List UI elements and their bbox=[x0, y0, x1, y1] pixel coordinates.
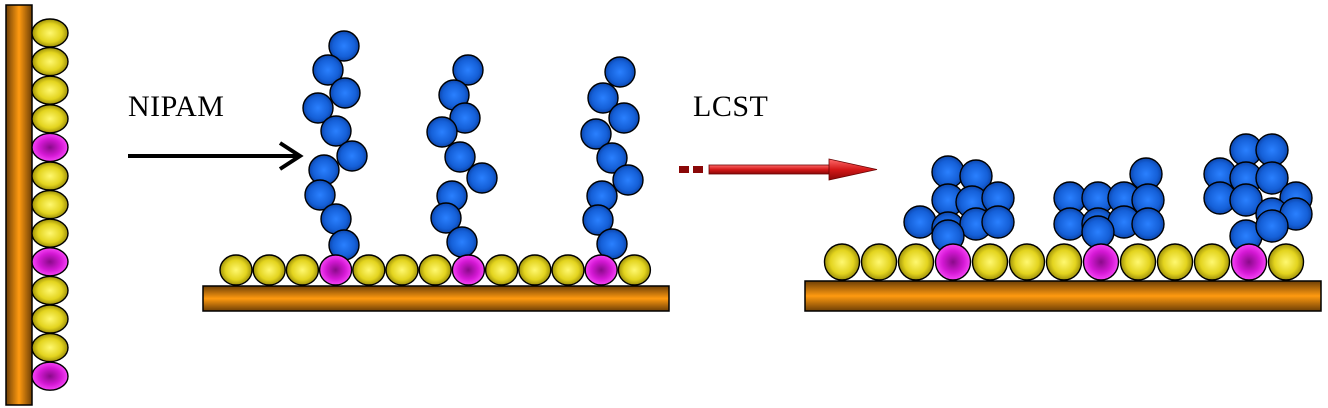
polymer-bead bbox=[312, 54, 344, 86]
monolayer-bead bbox=[219, 254, 253, 286]
anchor-bead bbox=[934, 243, 972, 281]
anchor-bead bbox=[31, 361, 69, 391]
anchor-bead bbox=[584, 254, 618, 286]
monolayer-bead bbox=[860, 243, 898, 281]
polymer-bead bbox=[426, 116, 458, 148]
nipam-arrow bbox=[128, 141, 304, 171]
extended-brush-panel bbox=[202, 30, 670, 312]
polymer-bead bbox=[446, 226, 478, 258]
monolayer-bead bbox=[31, 161, 69, 191]
anchor-bead bbox=[1230, 243, 1268, 281]
polymer-bead bbox=[452, 54, 484, 86]
polymer-bead bbox=[1255, 133, 1289, 167]
monolayer-bead bbox=[31, 304, 69, 334]
polymer-bead bbox=[981, 205, 1015, 239]
monolayer-bead bbox=[418, 254, 452, 286]
lcst-arrow bbox=[679, 158, 878, 181]
right-substrate bbox=[804, 280, 1322, 312]
monolayer-bead bbox=[551, 254, 585, 286]
monolayer-bead bbox=[617, 254, 652, 286]
vertical-substrate bbox=[5, 4, 33, 406]
monolayer-bead bbox=[823, 243, 861, 281]
polymer-bead bbox=[1053, 207, 1087, 241]
anchor-bead bbox=[1082, 243, 1120, 281]
vertical-monolayer bbox=[31, 18, 69, 391]
monolayer-bead bbox=[31, 104, 69, 134]
middle-monolayer bbox=[219, 254, 652, 286]
polymer-bead bbox=[320, 115, 352, 147]
anchor-bead bbox=[31, 132, 69, 163]
anchor-bead bbox=[31, 247, 69, 277]
monolayer-bead bbox=[484, 254, 519, 286]
polymer-bead bbox=[604, 56, 636, 88]
lcst-label: LCST bbox=[693, 90, 769, 123]
monolayer-bead bbox=[1119, 243, 1157, 281]
polymer-bead bbox=[612, 164, 644, 196]
vertical-substrate-panel bbox=[5, 4, 69, 406]
polymer-bead bbox=[302, 92, 334, 124]
polymer-bead bbox=[1131, 207, 1165, 241]
monolayer-bead bbox=[352, 254, 386, 286]
monolayer-bead bbox=[31, 275, 69, 306]
monolayer-bead bbox=[1008, 243, 1046, 281]
monolayer-bead bbox=[31, 332, 69, 363]
polymer-bead bbox=[1229, 183, 1263, 217]
monolayer-bead bbox=[252, 254, 286, 286]
polymer-bead bbox=[336, 140, 368, 172]
monolayer-bead bbox=[385, 254, 419, 286]
polymer-bead bbox=[329, 77, 361, 109]
polymer-bead bbox=[444, 141, 476, 173]
polymer-bead bbox=[449, 102, 481, 134]
polymer-bead bbox=[587, 82, 619, 114]
polymer-bead bbox=[320, 203, 352, 235]
monolayer-bead bbox=[31, 18, 69, 48]
monolayer-bead bbox=[31, 189, 69, 220]
monolayer-bead bbox=[31, 46, 69, 77]
monolayer-bead bbox=[1267, 243, 1305, 281]
monolayer-bead bbox=[285, 254, 320, 286]
polymer-bead bbox=[596, 142, 628, 174]
polymer-bead bbox=[304, 179, 336, 211]
polymer-bead bbox=[466, 162, 498, 194]
monolayer-bead bbox=[971, 243, 1009, 281]
monolayer-bead bbox=[1045, 243, 1083, 281]
collapsed-brush-panel bbox=[804, 133, 1322, 312]
polymer-bead bbox=[1081, 215, 1115, 249]
polymer-bead bbox=[1255, 209, 1289, 243]
anchor-bead bbox=[451, 254, 486, 286]
polymer-bead bbox=[582, 204, 614, 236]
right-monolayer bbox=[823, 243, 1305, 281]
polymer-bead bbox=[328, 30, 360, 62]
monolayer-bead bbox=[518, 254, 552, 286]
monolayer-bead bbox=[31, 218, 69, 248]
polymer-bead bbox=[1255, 161, 1289, 195]
monolayer-bead bbox=[31, 75, 69, 105]
polymer-bead bbox=[430, 202, 462, 234]
polymer-bead bbox=[580, 118, 612, 150]
polymer-bead bbox=[903, 205, 937, 239]
monolayer-bead bbox=[1193, 243, 1231, 281]
collapsed-polymer-globules bbox=[903, 133, 1313, 253]
monolayer-bead bbox=[897, 243, 935, 281]
nipam-label: NIPAM bbox=[128, 90, 225, 123]
anchor-bead bbox=[318, 254, 353, 286]
middle-substrate bbox=[202, 285, 670, 312]
polymer-bead bbox=[608, 102, 640, 134]
polymer-bead bbox=[931, 155, 965, 189]
monolayer-bead bbox=[1156, 243, 1194, 281]
extended-polymer-chains bbox=[302, 30, 644, 261]
